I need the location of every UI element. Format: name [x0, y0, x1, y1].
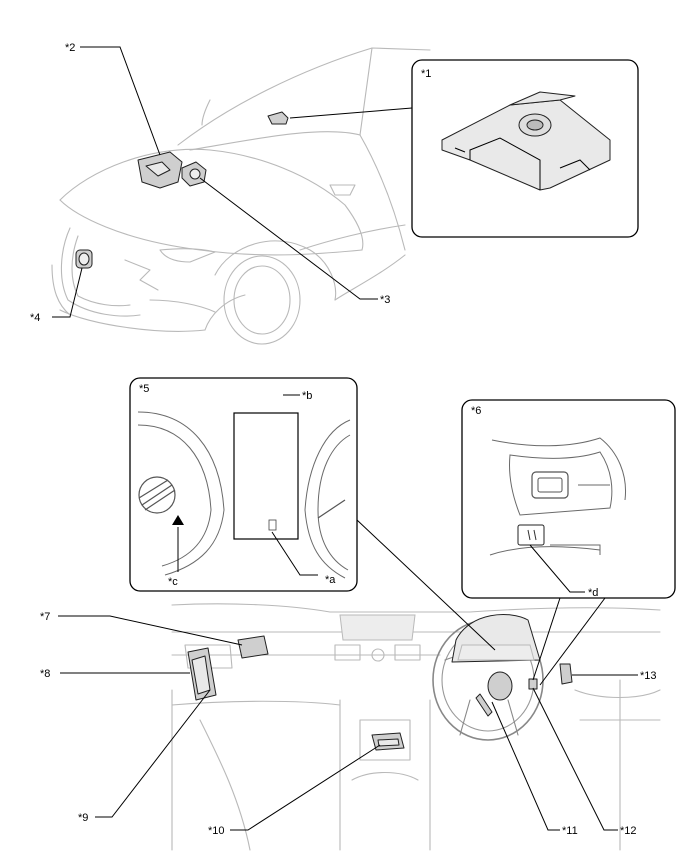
callout-5: *5 — [139, 383, 149, 395]
leader-line-4 — [52, 267, 83, 318]
callout-c: *c — [168, 576, 178, 588]
callout-a: *a — [325, 574, 336, 586]
leader-line-d — [529, 544, 585, 593]
leader-line-7 — [58, 615, 243, 646]
callout-d: *d — [588, 587, 598, 599]
leader-line-switch-to-6b — [539, 597, 606, 686]
leader-line-meter-to-5 — [356, 519, 496, 651]
leader-line-3 — [199, 177, 378, 300]
callout-7: *7 — [40, 611, 50, 623]
vehicle-exterior-illustration — [51, 47, 431, 345]
leader-line-9 — [95, 689, 211, 818]
inset-box-6-steering-switch — [461, 399, 676, 599]
warning-triangle-icon — [172, 515, 184, 525]
forward-camera-illustration — [441, 91, 611, 191]
callout-10: *10 — [208, 825, 225, 837]
callout-6: *6 — [471, 405, 481, 417]
leader-line-switch-to-6 — [532, 597, 561, 681]
leader-line-a — [271, 531, 318, 576]
leader-line-1 — [289, 107, 413, 119]
leader-line-10 — [230, 744, 381, 831]
leader-line-11 — [491, 701, 560, 831]
callout-1: *1 — [421, 68, 431, 80]
callout-11: *11 — [562, 825, 578, 837]
leader-line-12 — [532, 687, 618, 831]
callout-3: *3 — [380, 294, 390, 306]
callout-4: *4 — [30, 312, 40, 324]
callout-9: *9 — [78, 812, 88, 824]
steering-pad-switch-illustration — [489, 437, 627, 556]
lane-trace-switch-icon — [517, 524, 545, 546]
callout-13: *13 — [640, 670, 657, 682]
combination-meter-illustration — [137, 411, 351, 579]
callout-2: *2 — [65, 42, 75, 54]
callout-12: *12 — [620, 825, 637, 837]
leader-line-2 — [80, 46, 161, 156]
callout-b: *b — [302, 390, 312, 402]
instrument-panel-illustration — [171, 603, 661, 851]
callout-8: *8 — [40, 668, 50, 680]
lane-assist-indicator-icon — [268, 519, 277, 531]
